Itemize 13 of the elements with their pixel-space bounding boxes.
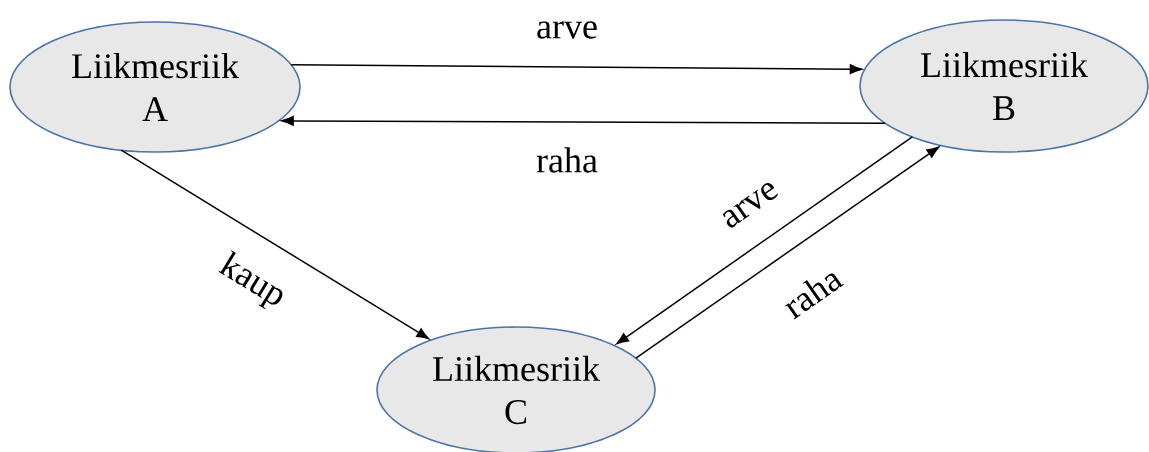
arrow <box>120 149 430 340</box>
edge-label: arve <box>718 178 782 232</box>
edge-label: raha <box>535 146 599 174</box>
ellipse-node: Liikmesriik C <box>376 326 656 452</box>
edge-label: arve <box>535 20 599 40</box>
ellipse-node: Liikmesriik B <box>859 19 1149 153</box>
arrow <box>635 146 940 359</box>
ellipse-node: Liikmesriik A <box>9 21 301 153</box>
edge-label: raha <box>777 262 847 322</box>
arrow <box>616 136 914 345</box>
arrow <box>290 64 863 75</box>
arrow <box>281 115 886 126</box>
edge-label: kaup <box>212 248 292 316</box>
